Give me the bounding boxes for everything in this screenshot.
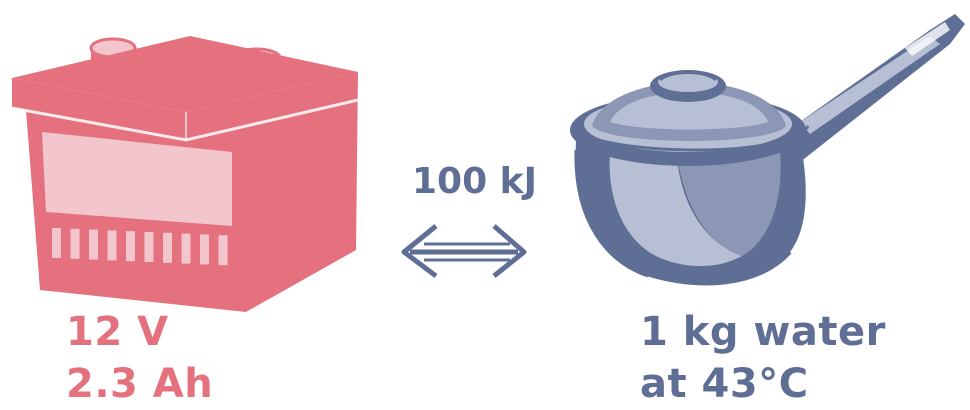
water-label: 1 kg water at 43°C xyxy=(640,306,886,410)
water-temperature: at 43°C xyxy=(640,361,809,407)
energy-label: 100 kJ xyxy=(412,161,538,202)
battery-top xyxy=(12,36,358,112)
battery-rib xyxy=(70,228,80,259)
battery-rib xyxy=(144,232,154,262)
double-arrow-icon xyxy=(401,224,527,278)
battery-rib xyxy=(107,230,117,261)
battery-voltage: 12 V xyxy=(66,309,169,355)
battery-label: 12 V 2.3 Ah xyxy=(66,306,213,410)
battery-front-panel xyxy=(42,132,232,226)
battery-rib xyxy=(181,233,191,264)
battery-lid-front xyxy=(12,78,186,140)
battery-rib xyxy=(163,232,172,263)
battery-side xyxy=(186,72,358,312)
battery-capacity: 2.3 Ah xyxy=(66,361,214,407)
car-battery-icon xyxy=(11,14,965,312)
water-mass: 1 kg water xyxy=(640,309,886,355)
battery-rib xyxy=(200,234,209,265)
battery-rib xyxy=(218,235,228,266)
battery-rib xyxy=(52,228,61,258)
battery-ribs xyxy=(52,228,228,266)
saucepan-icon xyxy=(570,14,965,286)
battery-rib xyxy=(89,229,98,260)
battery-rib xyxy=(126,231,135,262)
